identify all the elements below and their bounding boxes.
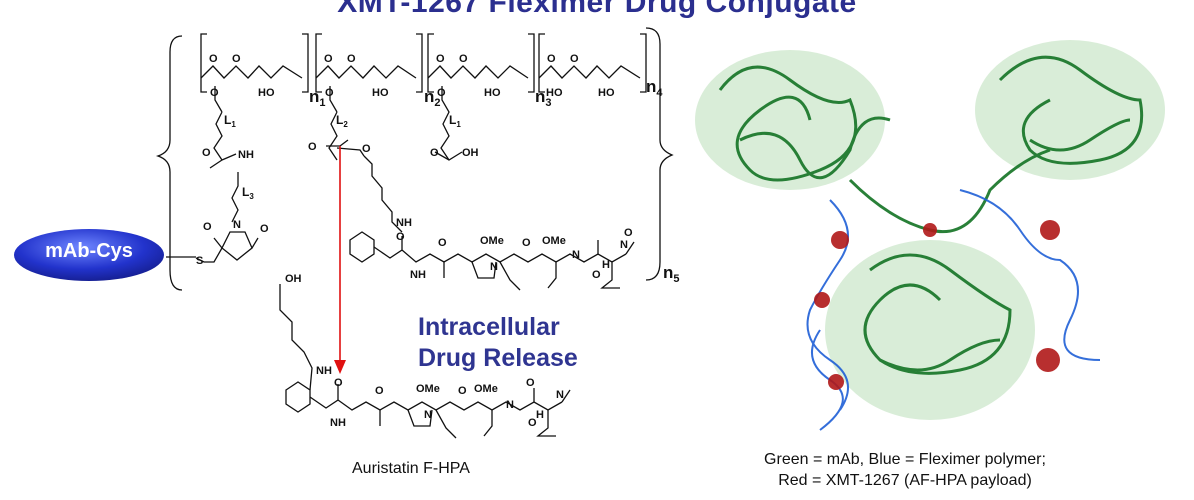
linker-label-l2: L2	[336, 113, 348, 129]
subscript-n5: n5	[663, 263, 680, 285]
payload-caption: Auristatin F-HPA	[352, 460, 470, 477]
atom-n: N	[572, 249, 580, 261]
atom-ho: HO	[258, 87, 275, 99]
atom-o: O	[436, 53, 445, 65]
right-brace	[645, 27, 674, 281]
phenyl-ring-released	[285, 381, 311, 413]
atom-n: N	[556, 389, 564, 401]
atom-s: S	[196, 255, 203, 267]
bracket-n3	[427, 33, 535, 93]
atom-n: N	[490, 261, 498, 273]
atom-n: N	[424, 409, 432, 421]
subscript-n1: n1	[309, 87, 326, 109]
atom-n: N	[620, 239, 628, 251]
linker-label-l3: L3	[242, 185, 254, 201]
atom-o: O	[334, 377, 343, 389]
atom-n: N	[233, 219, 241, 231]
antibody-label: mAb-Cys	[45, 240, 133, 262]
atom-nh: NH	[396, 217, 412, 229]
atom-o: O	[547, 53, 556, 65]
release-arrow-head	[334, 360, 346, 374]
atom-ho: HO	[372, 87, 389, 99]
atom-h: H	[602, 259, 610, 271]
atom-o: O	[260, 223, 269, 235]
atom-o: O	[375, 385, 384, 397]
atom-nh: NH	[238, 149, 254, 161]
atom-oh: OH	[462, 147, 479, 159]
atom-o: O	[232, 53, 241, 65]
bracket-n4	[538, 33, 647, 93]
protein-structure-image	[695, 40, 1165, 431]
backbone-unit-2	[315, 65, 417, 79]
antibody-ellipse	[14, 229, 164, 281]
linker-l3	[231, 172, 239, 223]
atom-ome: OMe	[542, 235, 566, 247]
atom-o: O	[308, 141, 317, 153]
atom-ome: OMe	[480, 235, 504, 247]
atom-ho: HO	[484, 87, 501, 99]
subscript-n2: n2	[424, 87, 441, 109]
atom-ho: HO	[546, 87, 563, 99]
atom-o: O	[362, 143, 371, 155]
auristatin-chain-top	[373, 236, 627, 263]
atom-n: N	[506, 399, 514, 411]
atom-oh: OH	[285, 273, 302, 285]
atom-o: O	[324, 53, 333, 65]
bracket-n2	[315, 33, 423, 93]
atom-o: O	[526, 377, 535, 389]
left-brace	[155, 35, 183, 291]
backbone-unit-4	[538, 65, 641, 79]
protein-caption: Green = mAb, Blue = Fleximer polymer; Re…	[690, 449, 1120, 491]
protein-caption-line-1: Green = mAb, Blue = Fleximer polymer;	[764, 451, 1046, 468]
backbone-unit-1	[200, 65, 303, 79]
atom-o: O	[570, 53, 579, 65]
linker-label-l1: L1	[224, 113, 236, 129]
hpa-linker	[363, 155, 403, 233]
atom-o: O	[209, 53, 218, 65]
atom-o: O	[522, 237, 531, 249]
atom-ome: OMe	[416, 383, 440, 395]
atom-nh: NH	[410, 269, 426, 281]
succinimide-ring	[221, 231, 253, 261]
atom-o: O	[459, 53, 468, 65]
linker-label-l1b: L1	[449, 113, 461, 129]
bracket-n1	[200, 33, 309, 93]
atom-o: O	[325, 87, 334, 99]
release-text-line-1: Intracellular	[418, 313, 560, 341]
atom-o: O	[592, 269, 601, 281]
auristatin-chain-released	[279, 284, 563, 411]
atom-o: O	[458, 385, 467, 397]
phenyl-ring-top	[349, 231, 375, 263]
atom-o: O	[437, 87, 446, 99]
side-chain-2	[328, 86, 338, 161]
subscript-n4: n4	[646, 77, 663, 99]
side-chain-3	[440, 86, 450, 161]
atom-o: O	[396, 231, 405, 243]
atom-o: O	[203, 221, 212, 233]
intracellular-release-label: Intracellular Drug Release	[418, 312, 578, 374]
backbone-unit-3	[427, 65, 529, 79]
atom-o: O	[202, 147, 211, 159]
atom-ho: HO	[598, 87, 615, 99]
page-title: XMT-1267 Fleximer Drug Conjugate	[337, 0, 857, 19]
atom-nh: NH	[330, 417, 346, 429]
protein-caption-line-2: Red = XMT-1267 (AF-HPA payload)	[778, 472, 1032, 489]
side-chain-1	[213, 86, 223, 161]
atom-o: O	[347, 53, 356, 65]
atom-o: O	[438, 237, 447, 249]
atom-nh: NH	[316, 365, 332, 377]
atom-o: O	[528, 417, 537, 429]
atom-h: H	[536, 409, 544, 421]
subscript-n3: n3	[535, 87, 552, 109]
atom-o: O	[430, 147, 439, 159]
release-text-line-2: Drug Release	[418, 344, 578, 372]
atom-o: O	[210, 87, 219, 99]
atom-o: O	[624, 227, 633, 239]
atom-ome: OMe	[474, 383, 498, 395]
